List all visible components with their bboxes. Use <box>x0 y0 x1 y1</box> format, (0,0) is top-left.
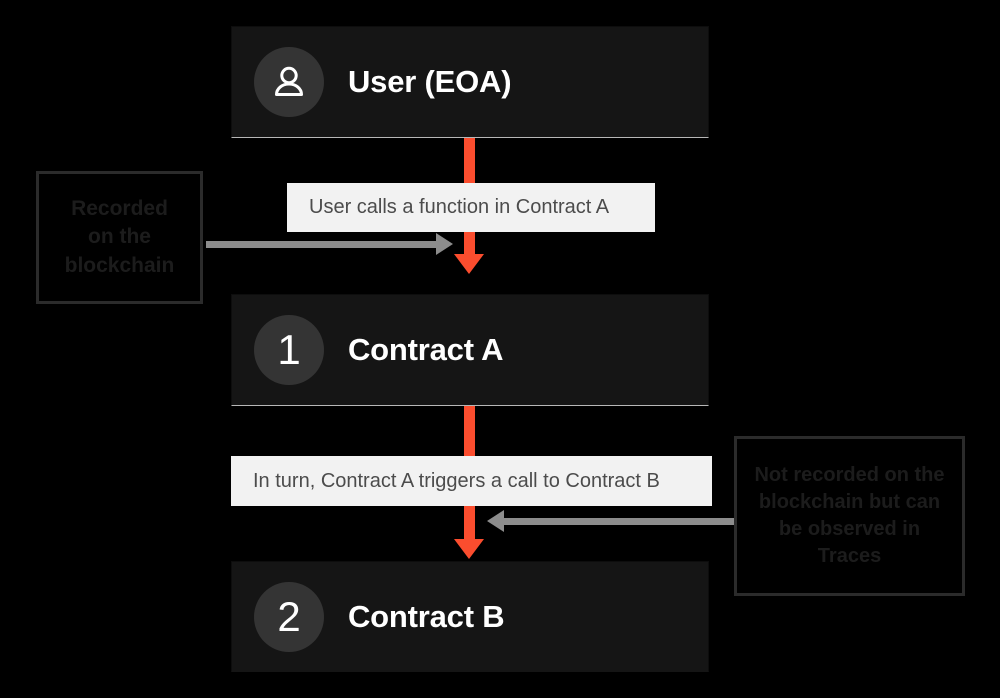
callout-line: be observed in <box>778 518 921 540</box>
node-contract-a[interactable]: 1 Contract A <box>231 294 709 406</box>
ribbon-step-1: User calls a function in Contract A <box>287 183 655 232</box>
callout-line: Traces <box>817 545 882 568</box>
annotation-arrow-right-line <box>504 518 734 525</box>
connector-a-to-b-upper <box>464 406 475 456</box>
node-user-eoa[interactable]: User (EOA) <box>231 26 709 138</box>
step-number-badge: 2 <box>254 581 324 652</box>
callout-line: on the <box>88 225 151 249</box>
annotation-arrow-right-head <box>487 510 504 532</box>
step-number: 2 <box>277 592 301 640</box>
connector-user-to-a-arrowhead <box>454 254 484 274</box>
step-number-badge: 1 <box>254 315 324 385</box>
connector-user-to-a-upper <box>464 138 475 184</box>
callout-line: Not recorded on the <box>754 463 945 486</box>
callout-recorded-on-blockchain: Recorded on the blockchain <box>36 171 203 304</box>
node-title: Contract B <box>348 598 505 634</box>
connector-user-to-a-lower <box>464 232 475 256</box>
connector-a-to-b-lower <box>464 506 475 541</box>
ribbon-step-2: In turn, Contract A triggers a call to C… <box>231 456 712 506</box>
callout-line: Recorded <box>71 196 168 220</box>
connector-a-to-b-arrowhead <box>454 539 484 559</box>
callout-not-recorded-traces: Not recorded on the blockchain but can b… <box>734 436 965 596</box>
node-title: User (EOA) <box>348 64 512 99</box>
step-number: 1 <box>277 326 301 373</box>
ribbon-label: In turn, Contract A triggers a call to C… <box>253 469 660 492</box>
annotation-arrow-left-line <box>206 241 438 248</box>
annotation-arrow-left-head <box>436 233 453 255</box>
person-icon <box>254 47 324 117</box>
ribbon-label: User calls a function in Contract A <box>309 196 610 218</box>
node-title: Contract A <box>348 332 504 367</box>
callout-line: blockchain <box>64 253 175 277</box>
callout-line: blockchain but can <box>758 490 941 513</box>
node-contract-b[interactable]: 2 Contract B <box>231 561 709 672</box>
